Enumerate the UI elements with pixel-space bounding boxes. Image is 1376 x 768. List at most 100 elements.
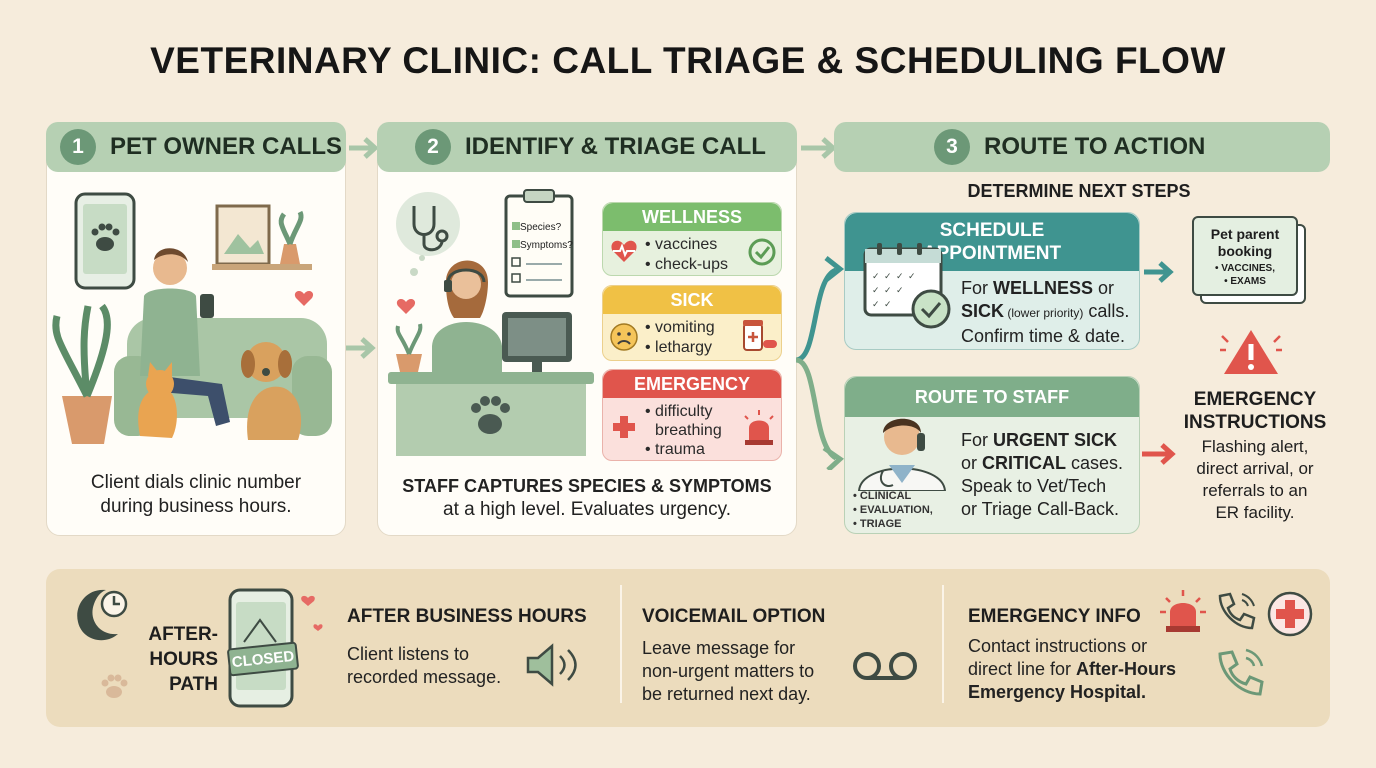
page-title: VETERINARY CLINIC: CALL TRIAGE & SCHEDUL… (150, 40, 1226, 81)
svg-text:✓: ✓ (872, 299, 880, 309)
staff-tag: • CLINICAL (853, 490, 912, 502)
step2-header: 2 IDENTIFY & TRIAGE CALL (377, 122, 797, 172)
category-emergency-title: EMERGENCY (603, 370, 781, 398)
warning-triangle-icon (1220, 330, 1282, 374)
emergency-instructions-l1: Flashing alert, (1201, 437, 1309, 456)
arrow-right-icon (1144, 261, 1174, 283)
staff-tag: • TRIAGE (853, 518, 902, 530)
arrow-right-icon (801, 137, 837, 159)
arrow-right-icon (1142, 443, 1176, 465)
step3-title: ROUTE TO ACTION (984, 133, 1206, 160)
phone-ringing-icon (1218, 648, 1264, 696)
booking-title-line1: Pet parent (1210, 226, 1280, 242)
staff-l4: or Triage Call-Back. (961, 499, 1120, 519)
category-wellness-item: • vaccines (645, 236, 718, 253)
medicine-icon (743, 320, 777, 351)
step2-caption-bold: STAFF CAPTURES SPECIES & SYMPTOMS (402, 476, 772, 496)
step2-caption: STAFF CAPTURES SPECIES & SYMPTOMS at a h… (377, 474, 797, 522)
category-sick-item: • lethargy (645, 339, 712, 356)
schedule-l1-post: or (1093, 278, 1115, 298)
voicemail-l3: be returned next day. (642, 684, 811, 704)
emergency-instructions-l2: direct arrival, or (1196, 459, 1314, 478)
category-sick: SICK • vomiting • lethargy (602, 285, 782, 361)
step2-title: IDENTIFY & TRIAGE CALL (465, 133, 766, 160)
booking-item: • VACCINES, (1215, 263, 1275, 274)
emergency-instructions-title-line2: INSTRUCTIONS (1183, 412, 1327, 433)
staff-l2-bold: CRITICAL (982, 453, 1067, 473)
step1-number: 1 (60, 129, 96, 165)
category-wellness-title: WELLNESS (603, 203, 781, 231)
emergency-instructions-l4: ER facility. (1215, 503, 1295, 522)
step2-caption-rest: at a high level. Evaluates urgency. (443, 499, 731, 520)
voicemail-l1: Leave message for (642, 638, 796, 658)
sad-face-icon (610, 323, 638, 351)
stethoscope-icon (412, 206, 449, 252)
emergency-instructions-l3: referrals to an (1202, 481, 1308, 500)
medical-cross-icon (1267, 591, 1313, 637)
step1-title: PET OWNER CALLS (110, 133, 342, 160)
after-business-hours-l1: Client listens to (347, 644, 470, 664)
arrow-right-icon (346, 337, 376, 359)
booking-item: • EXAMS (1224, 276, 1266, 287)
staff-l1-bold: URGENT SICK (993, 430, 1118, 450)
pet-owner-illustration (52, 192, 332, 444)
booking-title-line2: booking (1217, 243, 1273, 259)
schedule-l3: Confirm time & date. (961, 326, 1126, 346)
arrow-right-icon (349, 137, 379, 159)
svg-text:✓: ✓ (896, 285, 904, 295)
staff-l3: Speak to Vet/Tech (961, 476, 1107, 496)
red-cross-icon (613, 416, 635, 438)
after-hours-path-line2: HOURS (149, 649, 218, 670)
category-wellness: WELLNESS • vaccines • check-ups (602, 202, 782, 276)
paw-icon (471, 396, 510, 434)
siren-icon (1160, 590, 1206, 632)
calendar-check-icon: ✓✓✓✓✓✓✓✓✓ (863, 243, 951, 329)
vet-doctor-icon (857, 418, 947, 491)
after-hours-path-line3: PATH (169, 674, 218, 695)
emergency-info-l2-bold: After-Hours (1076, 659, 1177, 679)
step1-caption-line1: Client dials clinic number (90, 472, 302, 493)
schedule-l2-post: calls. (1083, 301, 1130, 321)
schedule-appointment-box: SCHEDULE APPOINTMENT ✓✓✓✓✓✓✓✓✓ For WELLN… (844, 212, 1140, 350)
emergency-info-l3-bold: Emergency Hospital. (968, 682, 1147, 702)
voicemail-title: VOICEMAIL OPTION (642, 606, 826, 627)
paw-icon (91, 223, 120, 251)
category-emergency: EMERGENCY • difficulty breathing • traum… (602, 369, 782, 461)
svg-text:✓: ✓ (872, 285, 880, 295)
voicemail-l2: non-urgent matters to (642, 661, 815, 681)
category-emergency-item: • difficulty (645, 403, 713, 420)
staff-tag: • EVALUATION, (853, 504, 933, 516)
category-emergency-item: • trauma (645, 441, 705, 458)
category-emergency-item: breathing (655, 422, 722, 439)
step3-header: 3 ROUTE TO ACTION (834, 122, 1330, 172)
category-sick-item: • vomiting (645, 319, 715, 336)
branch-arrows (795, 256, 845, 470)
clipboard-item-species: Species? (520, 222, 562, 233)
svg-text:✓: ✓ (908, 271, 916, 281)
staff-l1-pre: For (961, 430, 994, 450)
moon-clock-icon (77, 589, 128, 641)
schedule-l2-small: (lower priority) (1004, 306, 1084, 320)
step3-number: 3 (934, 129, 970, 165)
step1-header: 1 PET OWNER CALLS (46, 122, 346, 172)
siren-icon (744, 410, 774, 445)
staff-l2-post: cases. (1066, 453, 1124, 473)
category-wellness-item: • check-ups (645, 256, 728, 273)
schedule-l1-bold: WELLNESS (993, 278, 1094, 298)
svg-text:✓: ✓ (872, 271, 880, 281)
after-business-hours-title: AFTER BUSINESS HOURS (347, 606, 587, 627)
schedule-title-line1: SCHEDULE (939, 220, 1045, 241)
heart-pulse-icon (611, 240, 637, 262)
booking-card: Pet parent booking • VACCINES, • EXAMS (1192, 216, 1298, 296)
step3-subtitle: DETERMINE NEXT STEPS (967, 181, 1191, 201)
after-business-hours-l2: recorded message. (347, 667, 502, 687)
check-circle-icon (748, 238, 776, 266)
emergency-info-l2-pre: direct line for (968, 659, 1077, 679)
staff-title: ROUTE TO STAFF (845, 377, 1139, 417)
clipboard-item-symptoms: Symptoms? (520, 240, 573, 251)
svg-text:✓: ✓ (884, 285, 892, 295)
phone-ringing-icon (1218, 592, 1256, 630)
route-to-staff-box: ROUTE TO STAFF • CLINICAL • EVALUATION, … (844, 376, 1140, 534)
svg-text:✓: ✓ (884, 271, 892, 281)
schedule-l1-pre: For (961, 278, 994, 298)
